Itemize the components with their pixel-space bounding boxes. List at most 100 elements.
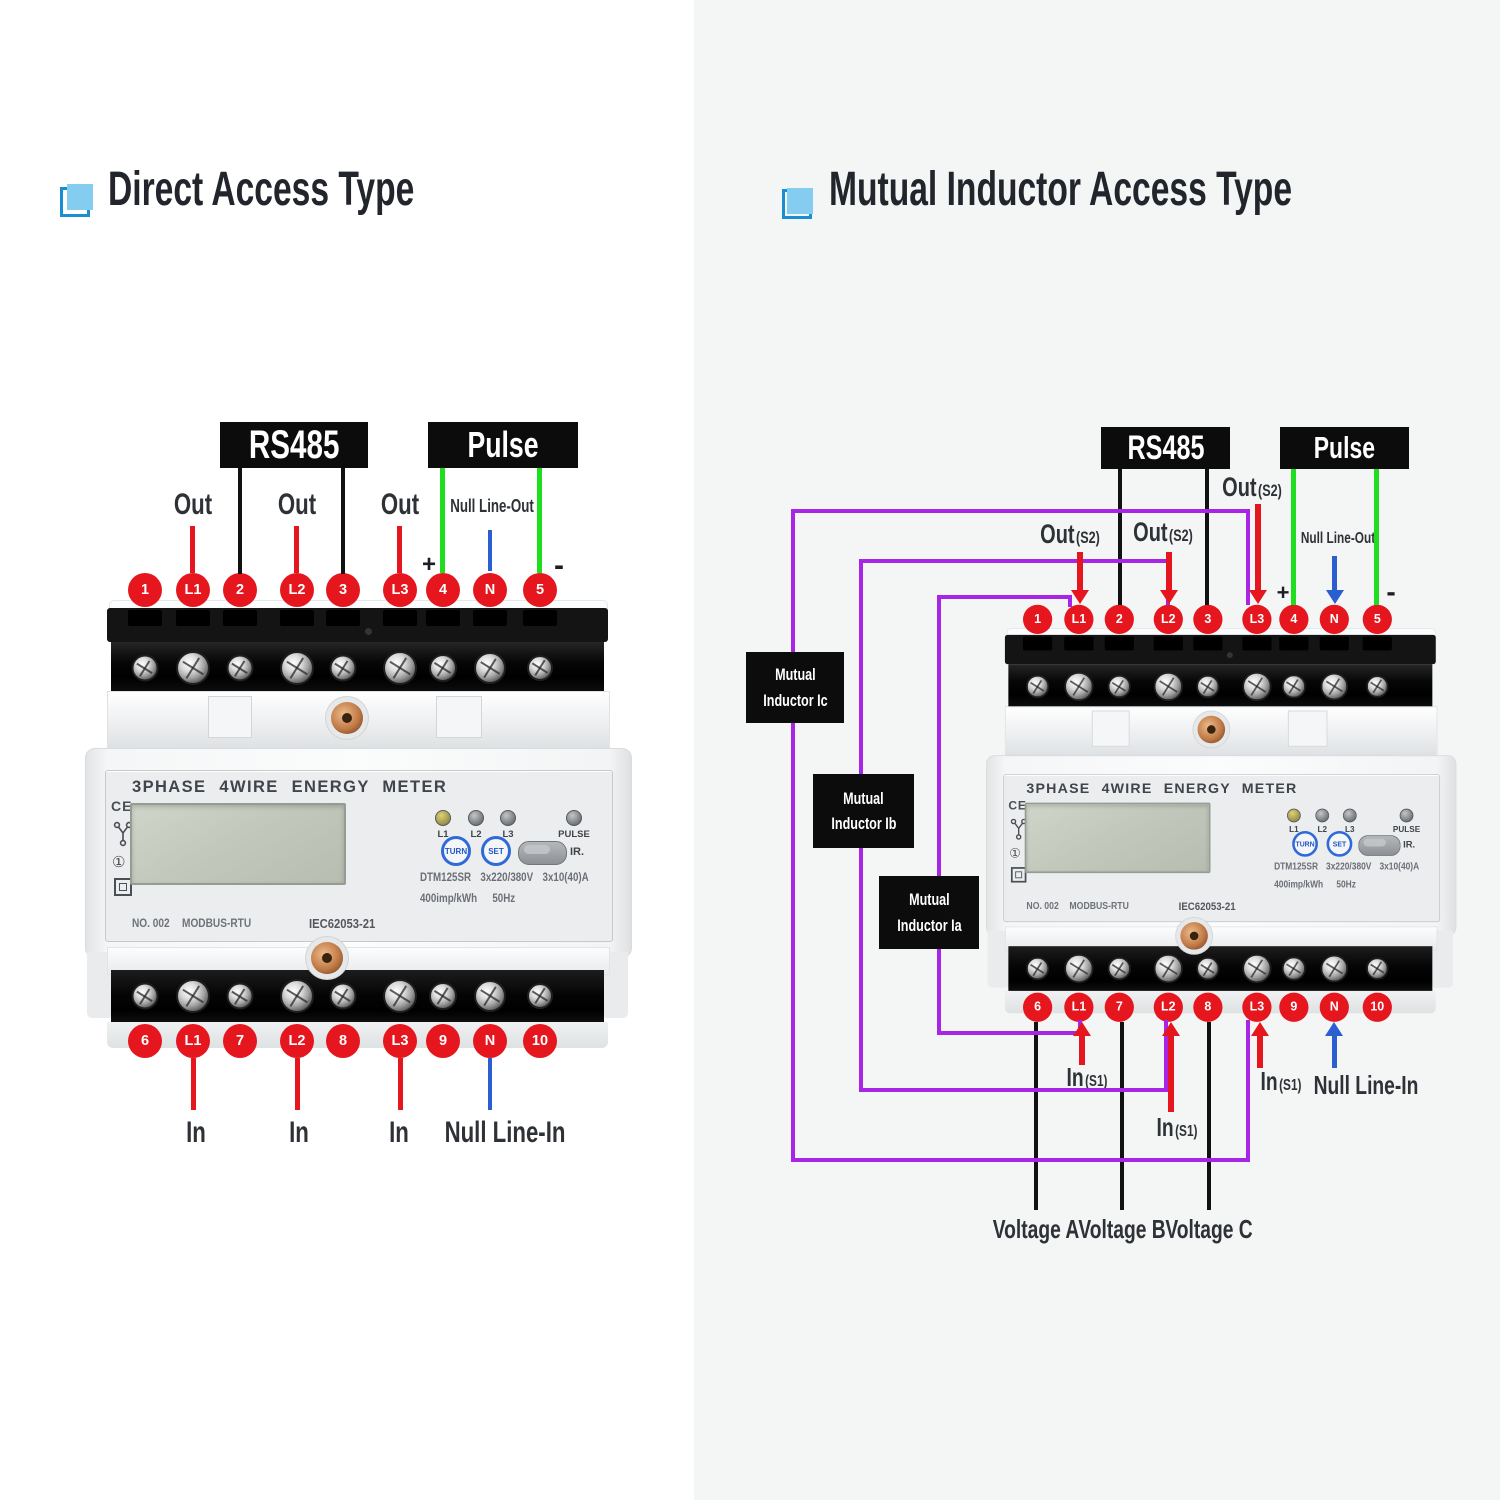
terminal-slot bbox=[176, 610, 210, 626]
bottom-seal-screw bbox=[1180, 922, 1208, 950]
terminal-screw bbox=[429, 982, 457, 1010]
terminal-screw bbox=[383, 651, 417, 685]
terminal-screw bbox=[226, 982, 254, 1010]
ledge-notch bbox=[436, 696, 482, 738]
terminal-screw bbox=[131, 982, 159, 1010]
led-label-pulse: PULSE bbox=[558, 829, 590, 840]
din-flank-left bbox=[987, 930, 1011, 988]
led-label-l1: L1 bbox=[1289, 824, 1299, 835]
in-s1-label-l3: In(S1) bbox=[1260, 1066, 1302, 1096]
in-s1-label-l1: In(S1) bbox=[1066, 1062, 1108, 1092]
terminal-slot bbox=[1153, 636, 1183, 651]
led-label-l2: L2 bbox=[1317, 824, 1328, 835]
terminal-slot bbox=[326, 610, 360, 626]
ledge-notch bbox=[1091, 710, 1130, 747]
terminal-slot bbox=[1064, 636, 1094, 651]
bottom-screw-row bbox=[85, 600, 630, 1060]
terminal-badge-L2: L2 bbox=[1153, 604, 1183, 635]
terminal-screw bbox=[1025, 674, 1050, 699]
protocol-label: MODBUS-RTU bbox=[1069, 901, 1129, 912]
insulation-branch-icon bbox=[1010, 818, 1027, 845]
class-one-icon: ① bbox=[1009, 846, 1021, 862]
serial-number: NO. 002 bbox=[132, 918, 170, 930]
top-screw-row bbox=[986, 628, 1455, 1024]
in-label-l2: In bbox=[289, 1116, 309, 1149]
terminal-badge-N: N bbox=[473, 1024, 507, 1058]
terminal-screw bbox=[1196, 674, 1220, 699]
bottom-seal-screw bbox=[311, 942, 343, 974]
terminal-slot bbox=[426, 610, 460, 626]
terminal-badge-3: 3 bbox=[326, 573, 360, 607]
current-rating: 3x10(40)A bbox=[1379, 861, 1420, 873]
terminal-screw bbox=[1064, 671, 1094, 702]
terminal-screw bbox=[429, 654, 457, 682]
panel-title: Direct Access Type bbox=[108, 163, 415, 216]
led-label-l3: L3 bbox=[502, 829, 514, 840]
ir-window bbox=[518, 841, 567, 865]
in-label-l1: In bbox=[186, 1116, 206, 1149]
turn-button: TURN bbox=[1292, 830, 1318, 857]
terminal-badge-L1: L1 bbox=[1064, 604, 1094, 635]
ir-label: IR. bbox=[570, 846, 585, 858]
impulse-rating: 400imp/kWh bbox=[1274, 879, 1324, 891]
cover-hole bbox=[1226, 652, 1233, 659]
terminal-badge-L3: L3 bbox=[383, 1024, 417, 1058]
terminal-badge-L1: L1 bbox=[1064, 992, 1094, 1022]
terminal-badge-7: 7 bbox=[223, 1024, 257, 1058]
terminal-screw bbox=[474, 652, 506, 684]
terminal-screw bbox=[1153, 953, 1183, 984]
terminal-badge-3: 3 bbox=[1193, 604, 1223, 635]
null-line-in-label: Null Line-In bbox=[1313, 1070, 1419, 1100]
out-label-l2: Out bbox=[277, 488, 317, 521]
voltage-rating: 3x220/380V bbox=[1326, 861, 1372, 873]
terminal-badge-5: 5 bbox=[523, 573, 557, 607]
terminal-badge-4: 4 bbox=[426, 573, 460, 607]
ce-mark: CE bbox=[111, 798, 133, 814]
set-button: SET bbox=[1326, 830, 1353, 857]
ce-mark: CE bbox=[1008, 798, 1027, 813]
terminal-screw bbox=[1107, 674, 1131, 699]
terminal-screw bbox=[1366, 957, 1389, 980]
title-icon bbox=[782, 188, 813, 219]
terminal-badge-L1: L1 bbox=[176, 1024, 210, 1058]
terminal-badge-7: 7 bbox=[1104, 992, 1134, 1022]
led-l3 bbox=[1342, 808, 1357, 823]
terminal-badge-2: 2 bbox=[223, 573, 257, 607]
led-l1 bbox=[1287, 808, 1301, 823]
voltage-rating: 3x220/380V bbox=[480, 872, 534, 884]
title-icon bbox=[60, 184, 93, 217]
terminal-screw bbox=[1320, 954, 1349, 983]
terminal-badge-10: 10 bbox=[1362, 992, 1392, 1022]
led-label-pulse: PULSE bbox=[1392, 824, 1421, 835]
led-l2 bbox=[1315, 808, 1330, 823]
terminal-slot bbox=[1022, 636, 1053, 651]
meter-heading: 3PHASE 4WIRE ENERGY METER bbox=[1026, 781, 1298, 797]
set-button: SET bbox=[481, 836, 511, 866]
terminal-badge-L2: L2 bbox=[280, 1024, 314, 1058]
terminal-slot bbox=[128, 610, 162, 626]
terminal-screw bbox=[176, 979, 210, 1013]
led-label-l1: L1 bbox=[437, 829, 449, 840]
terminal-screw bbox=[329, 982, 357, 1010]
terminal-screw bbox=[383, 979, 417, 1013]
terminal-screw bbox=[280, 651, 314, 685]
terminal-screw bbox=[1281, 674, 1306, 699]
terminal-badge-L2: L2 bbox=[280, 573, 314, 607]
standard-label: IEC62053-21 bbox=[1178, 900, 1236, 913]
terminal-screw bbox=[1196, 956, 1220, 981]
terminal-slot bbox=[1279, 636, 1309, 651]
terminal-slot bbox=[1104, 636, 1134, 651]
terminal-screw bbox=[1320, 672, 1349, 701]
out-label-l3: Out bbox=[380, 488, 420, 521]
terminal-badge-6: 6 bbox=[1022, 992, 1053, 1022]
terminal-slot bbox=[1362, 636, 1392, 651]
